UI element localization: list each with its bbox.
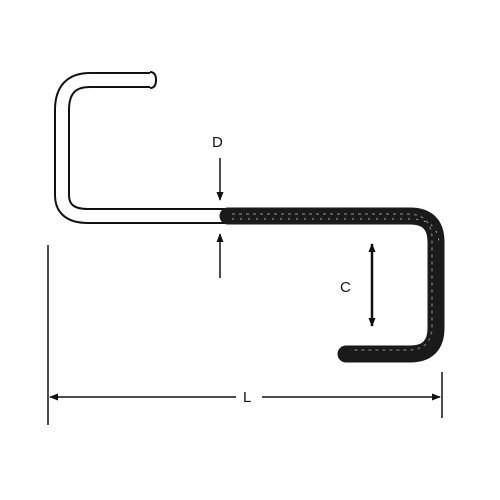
uncoated-hook-section <box>54 71 228 224</box>
length-dimension: L <box>47 245 443 425</box>
clearance-dimension: C <box>340 243 376 327</box>
diameter-label: D <box>212 134 223 151</box>
coated-hook-highlight <box>232 213 433 351</box>
coated-hook-section <box>219 207 445 363</box>
coated-hook-shade <box>232 218 440 246</box>
coated-hook-body <box>219 207 445 363</box>
clearance-label: C <box>340 279 351 296</box>
hook-tip-cap <box>149 71 158 89</box>
uncoated-hook-outline <box>54 72 228 224</box>
length-label: L <box>243 389 251 406</box>
diameter-dimension: D <box>212 134 224 278</box>
uncoated-hook-fill <box>56 74 228 222</box>
